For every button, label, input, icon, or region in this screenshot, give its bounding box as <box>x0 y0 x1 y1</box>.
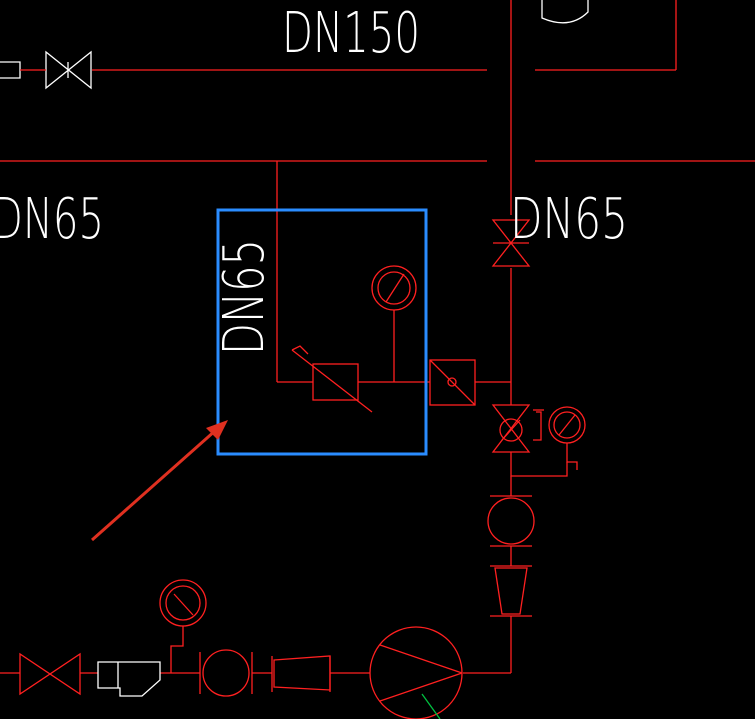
valve-flag <box>533 411 542 441</box>
selection-rectangle[interactable] <box>216 208 428 456</box>
green-mark <box>421 693 441 719</box>
top-right-symbol <box>541 0 589 24</box>
pressure-reducing-valve[interactable] <box>291 345 373 413</box>
strainer-riser[interactable] <box>487 497 535 545</box>
butterfly-valve-riser[interactable] <box>491 219 531 267</box>
label-dn65-vertical: DN65 <box>212 239 277 355</box>
pump-line <box>0 579 463 719</box>
check-valve-bottom[interactable] <box>97 661 161 697</box>
callout-arrow <box>91 420 228 542</box>
gate-valve-bottom[interactable] <box>19 652 81 696</box>
reducer-riser <box>494 567 528 615</box>
fitting-top-left <box>0 61 46 79</box>
valve-disc <box>499 418 523 442</box>
label-dn65-right: DN65 <box>510 187 628 252</box>
pipe-network <box>0 0 755 405</box>
label-dn150: DN150 <box>282 1 420 66</box>
pressure-gauge[interactable] <box>371 265 417 382</box>
riser-lower-assembly <box>463 404 586 674</box>
valve-riser-lower[interactable] <box>491 404 531 453</box>
strainer-bottom[interactable] <box>202 649 250 697</box>
label-dn65-left: DN65 <box>0 187 104 252</box>
gate-valve-top-left[interactable] <box>45 50 92 90</box>
check-valve-box[interactable] <box>429 359 476 406</box>
